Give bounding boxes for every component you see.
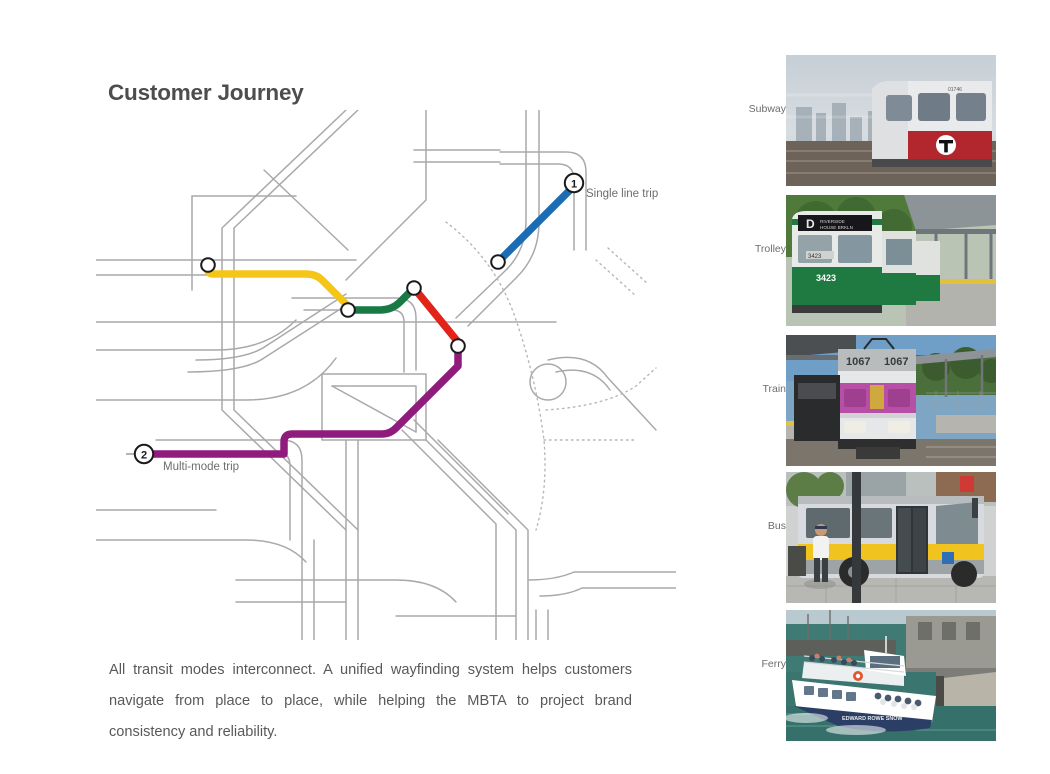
station-markers [200, 257, 466, 354]
mode-row-trolley: Trolley [700, 195, 1050, 326]
route-leg-purple [140, 344, 462, 458]
mode-label-trolley: Trolley [754, 243, 786, 255]
svg-text:2: 2 [141, 449, 147, 461]
svg-text:1: 1 [571, 178, 577, 190]
mode-photo-column: Subway [700, 0, 1050, 774]
left-panel: Customer Journey [96, 80, 676, 740]
bus-photo [786, 472, 996, 603]
base-map-dotted-lines [445, 221, 657, 531]
svg-text:HOUSE BRKLN: HOUSE BRKLN [820, 225, 853, 230]
svg-text:1067: 1067 [846, 356, 870, 368]
route-marker-2: 2 [126, 443, 155, 465]
subway-photo: 01746 [786, 55, 996, 186]
route-marker-1: 1 [563, 172, 585, 194]
route-leg-yellow [204, 264, 352, 310]
transit-map: 1 [96, 110, 676, 640]
trolley-photo: D RIVERSIDE HOUSE BRKLN 3423 3423 [786, 195, 996, 326]
svg-text:3423: 3423 [816, 273, 836, 283]
mode-row-train: Train [700, 335, 1050, 466]
mode-label-subway: Subway [748, 103, 786, 115]
mode-row-bus: Bus [700, 472, 1050, 603]
train-photo: 1067 1067 [786, 335, 996, 466]
svg-text:1067: 1067 [884, 356, 908, 368]
page-title: Customer Journey [108, 80, 304, 105]
mode-row-subway: Subway [700, 55, 1050, 186]
svg-text:3423: 3423 [808, 254, 822, 260]
slide-caption: All transit modes interconnect. A unifie… [109, 662, 632, 740]
route-single-line-trip [490, 184, 576, 270]
route-label-multi-mode-trip: Multi-mode trip [163, 461, 240, 473]
route-leg-green [344, 284, 418, 314]
svg-text:EDWARD ROWE SNOW: EDWARD ROWE SNOW [842, 716, 903, 722]
svg-text:RIVERSIDE: RIVERSIDE [820, 219, 845, 224]
mode-row-ferry: Ferry [700, 610, 1050, 741]
base-map-lines [96, 110, 676, 640]
ferry-photo: EDWARD ROWE SNOW [786, 610, 996, 741]
svg-text:01746: 01746 [948, 87, 962, 93]
route-leg-red [410, 284, 462, 346]
route-label-single-line-trip: Single line trip [586, 188, 659, 200]
svg-text:D: D [806, 217, 815, 231]
mode-label-train: Train [762, 383, 786, 395]
mode-label-bus: Bus [767, 520, 786, 532]
mode-label-ferry: Ferry [761, 658, 787, 670]
